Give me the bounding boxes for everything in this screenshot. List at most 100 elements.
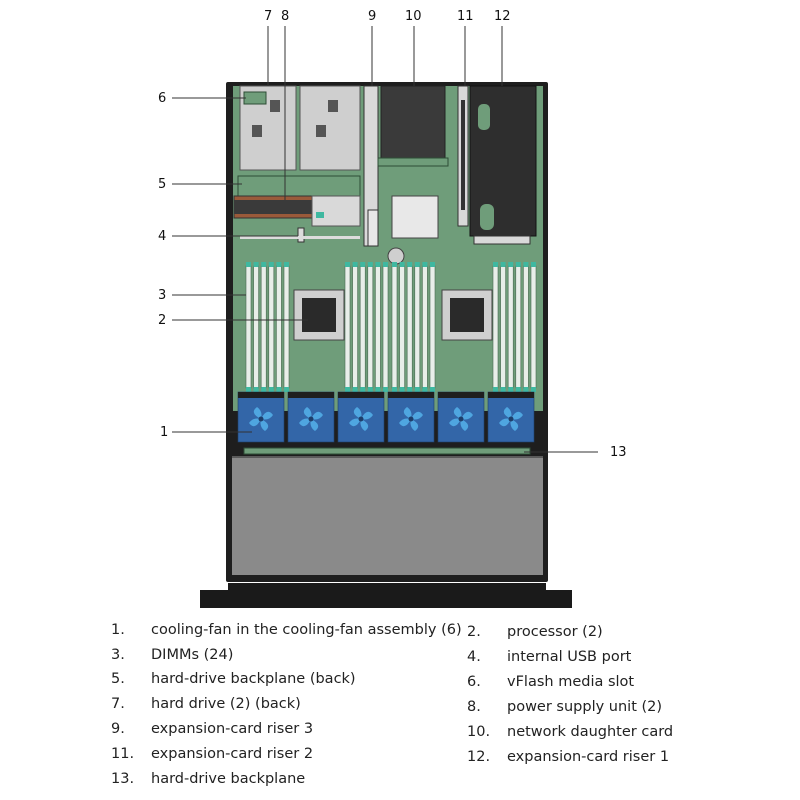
legend-label: network daughter card [507, 724, 674, 740]
fan-hub [508, 416, 514, 422]
dimm-latch [531, 262, 536, 267]
fan-blade [260, 419, 269, 431]
dimm-slot [399, 265, 405, 389]
dimm-latch [531, 387, 536, 392]
fan-blade [449, 418, 461, 427]
dimm-slot [422, 265, 428, 389]
fan-blade [353, 407, 362, 419]
dimm-latch [261, 387, 267, 392]
dimm-latch [284, 387, 289, 392]
callout-11: 11 [457, 9, 474, 24]
dimm-latch [399, 387, 405, 392]
legend-num: 5. [111, 671, 125, 687]
fan-hub [358, 416, 364, 422]
riser-1-handle [478, 104, 490, 130]
dimm-latch [345, 387, 350, 392]
dimm-latch [414, 262, 420, 267]
dimm-slot [382, 265, 389, 389]
fan-blade [311, 411, 323, 420]
dimm-latch [352, 262, 358, 267]
fan-blade [460, 419, 469, 431]
callout-8: 8 [281, 9, 289, 24]
legend-num: 8. [467, 699, 481, 715]
callout-7: 7 [264, 9, 272, 24]
ndc-board [377, 157, 449, 167]
legend-label: internal USB port [507, 649, 632, 665]
drive-chip [252, 125, 262, 137]
legend-label: expansion-card riser 2 [151, 746, 314, 762]
legend-label: expansion-card riser 1 [507, 749, 670, 765]
riser-1-bracket [473, 235, 531, 245]
callout-5: 5 [158, 177, 166, 192]
fan-top-edge [288, 392, 334, 398]
fan-blade [360, 419, 369, 431]
callout-12: 12 [494, 9, 511, 24]
fan-blade [403, 407, 412, 419]
drive-chip [316, 125, 326, 137]
fan-top-edge [238, 392, 284, 398]
psu-housing [311, 195, 361, 227]
rear-hard-drive-right [299, 85, 361, 171]
dimm-latch [268, 262, 274, 267]
dimm-latch [392, 262, 397, 267]
dimm-latch [430, 262, 435, 267]
fan-hub [258, 416, 264, 422]
callout-2: 2 [158, 313, 166, 328]
dimm-slot [523, 265, 529, 389]
callout-6: 6 [158, 91, 166, 106]
vflash-media-slot [243, 91, 267, 105]
callout-3: 3 [158, 288, 166, 303]
dimm-latch [375, 387, 381, 392]
callout-9: 9 [368, 9, 376, 24]
dimm-latch [375, 262, 381, 267]
dimm-slot [500, 265, 506, 389]
legend-label: processor (2) [507, 624, 603, 640]
dimm-latch [367, 262, 373, 267]
cooling-fan [387, 391, 435, 443]
dimm-latch [253, 262, 259, 267]
dimm-latch [500, 387, 506, 392]
riser-1-handle [480, 204, 494, 230]
dimm-slot [429, 265, 436, 389]
dimm-slot [507, 265, 514, 389]
legend-num: 13. [111, 771, 135, 787]
dimm-slot [283, 265, 290, 389]
legend-num: 6. [467, 674, 481, 690]
drive-bay [232, 457, 543, 575]
legend-label: hard-drive backplane [151, 771, 306, 787]
hard-drive-backplane [243, 447, 531, 455]
fan-blade [249, 418, 261, 427]
fan-top-edge [438, 392, 484, 398]
fan-blade [349, 418, 361, 427]
dimm-slot [253, 265, 259, 389]
dimm-slot [352, 265, 358, 389]
riser-3-bracket [367, 209, 379, 247]
legend-label: vFlash media slot [507, 674, 635, 690]
dimm-latch [523, 387, 529, 392]
fan-blade [299, 418, 311, 427]
network-daughter-card [380, 85, 446, 161]
dimm-slot [245, 265, 252, 389]
dimm-slot [344, 265, 351, 389]
dimm-latch [253, 387, 259, 392]
dimm-latch [500, 262, 506, 267]
dimm-latch [392, 387, 397, 392]
dimm-latch [367, 387, 373, 392]
legend-label: hard-drive backplane (back) [151, 671, 356, 687]
dimm-latch [284, 262, 289, 267]
dimm-latch [430, 387, 435, 392]
dimm-latch [399, 262, 405, 267]
dimm-slot [414, 265, 421, 389]
legend-label: power supply unit (2) [507, 699, 663, 715]
drive-chip [270, 100, 280, 112]
drive-chip [328, 100, 338, 112]
dimm-slot [276, 265, 282, 389]
callout-13: 13 [610, 445, 627, 460]
dimm-latch [383, 262, 388, 267]
legend-num: 3. [111, 647, 125, 663]
riser-2-slot [461, 100, 465, 210]
legend-num: 4. [467, 649, 481, 665]
dimm-latch [422, 387, 428, 392]
fan-blade [261, 411, 273, 420]
dimm-slot [391, 265, 398, 389]
